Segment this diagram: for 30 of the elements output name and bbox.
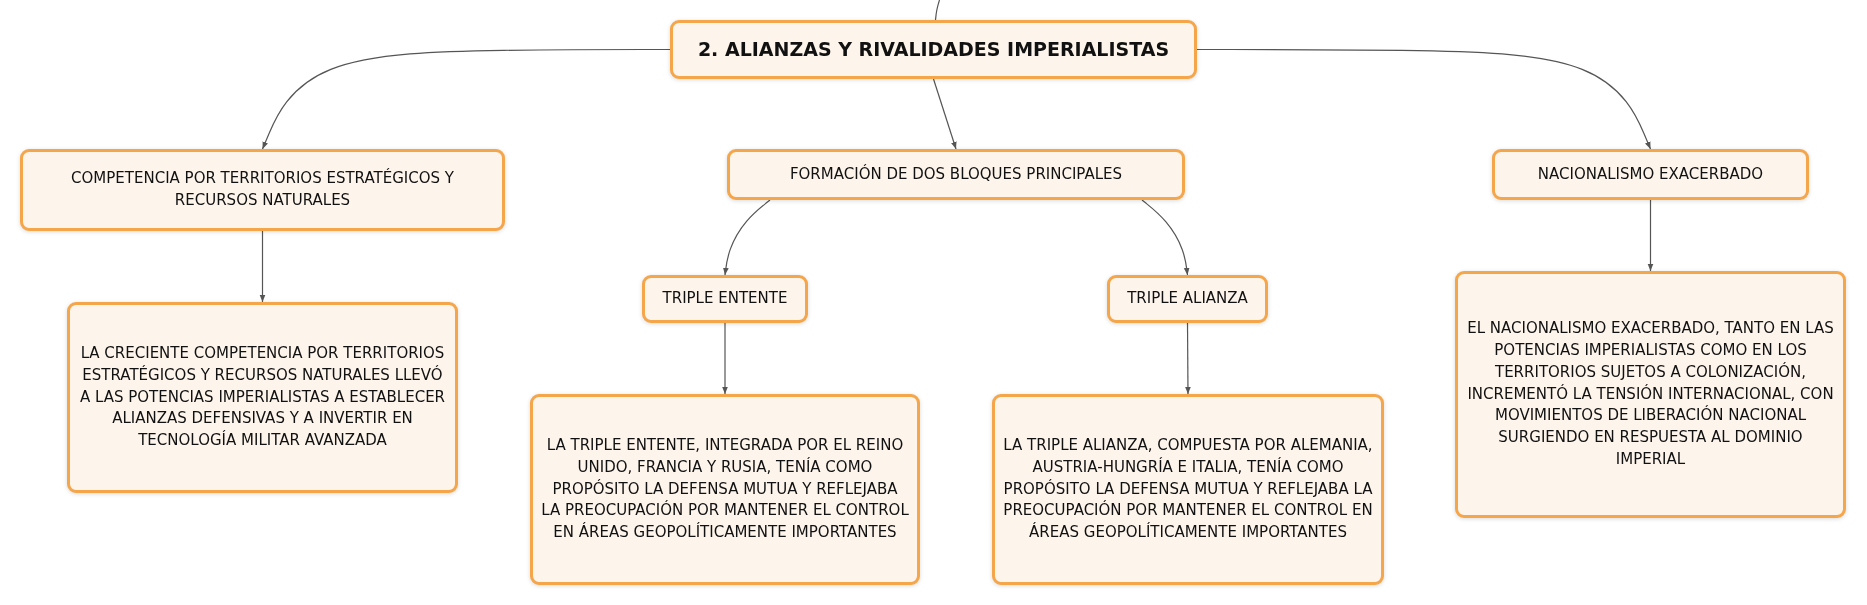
connector-line: [1647, 199, 1654, 272]
connector-line: [1185, 322, 1191, 395]
topic-box: [1107, 275, 1268, 323]
topic-text: LA TRIPLE ENTENTE, INTEGRADA POR EL REINO UNIDO, FRANCIA Y RUSIA, TENÍA COMO PROPÓSITO LA DEFENSA MUTUA Y REFLEJABA LA PREOCUPACIÓN POR MANTENER EL CONTROL EN ÁREAS GEOPOLÍTICAMENTE IMPORTANTES: [541, 435, 909, 544]
topic-text: TRIPLE ENTENTE: [662, 288, 788, 310]
title-text: 2. ALIANZAS Y RIVALIDADES IMPERIALISTAS: [697, 36, 1170, 62]
topic-text: LA TRIPLE ALIANZA, COMPUESTA POR ALEMANIA, AUSTRIA-HUNGRÍA E ITALIA, TENÍA COMO PROPÓSITO LA DEFENSA MUTUA Y REFLEJABA LA PREOCUPACIÓN POR MANTENER EL CONTROL EN ÁREAS GEOPOLÍTICAMENTE IMPORTANTES: [1003, 435, 1373, 544]
topic-text: EL NACIONALISMO EXACERBADO, TANTO EN LAS POTENCIAS IMPERIALISTAS COMO EN LOS TERRITORIOS SUJETOS A COLONIZACIÓN, INCREMENTÓ LA TENSIÓN INTERNACIONAL, CON MOVIMIENTOS DE LIBERACIÓN NACIONAL SURGIENDO EN RESPUESTA AL DOMINIO IMPERIAL: [1466, 318, 1835, 470]
topic-text: NACIONALISMO EXACERBADO: [1537, 163, 1764, 185]
topic-box: [642, 275, 808, 323]
topic-box: [67, 302, 458, 493]
topic-text: COMPETENCIA POR TERRITORIOS ESTRATÉGICOS Y RECURSOS NATURALES: [70, 168, 455, 211]
topic-box: [727, 149, 1185, 200]
topic-box: [20, 149, 505, 231]
connector-line: [932, 78, 957, 150]
connector-line: [934, 0, 941, 21]
topic-box: [1455, 271, 1846, 518]
topic-box: [530, 394, 920, 585]
topic-text: TRIPLE ALIANZA: [1127, 288, 1248, 310]
connector-line: [259, 230, 266, 303]
topic-text: FORMACIÓN DE DOS BLOQUES PRINCIPALES: [789, 163, 1123, 185]
topic-box: [1492, 149, 1809, 200]
topic-text: LA CRECIENTE COMPETENCIA POR TERRITORIOS ESTRATÉGICOS Y RECURSOS NATURALES LLEVÓ A LAS POTENCIAS IMPERIALISTAS A ESTABLECER ALIANZAS DEFENSIVAS Y A INVERTIR EN TECNOLOGÍA MILITAR AVANZADA: [78, 343, 447, 452]
topic-box: [992, 394, 1384, 585]
connector-line: [723, 199, 771, 276]
connector-line: [1141, 199, 1190, 276]
connector-line: [722, 322, 728, 395]
connector-line: [1196, 48, 1652, 150]
title-box: [670, 20, 1197, 79]
connector-line: [261, 48, 671, 150]
